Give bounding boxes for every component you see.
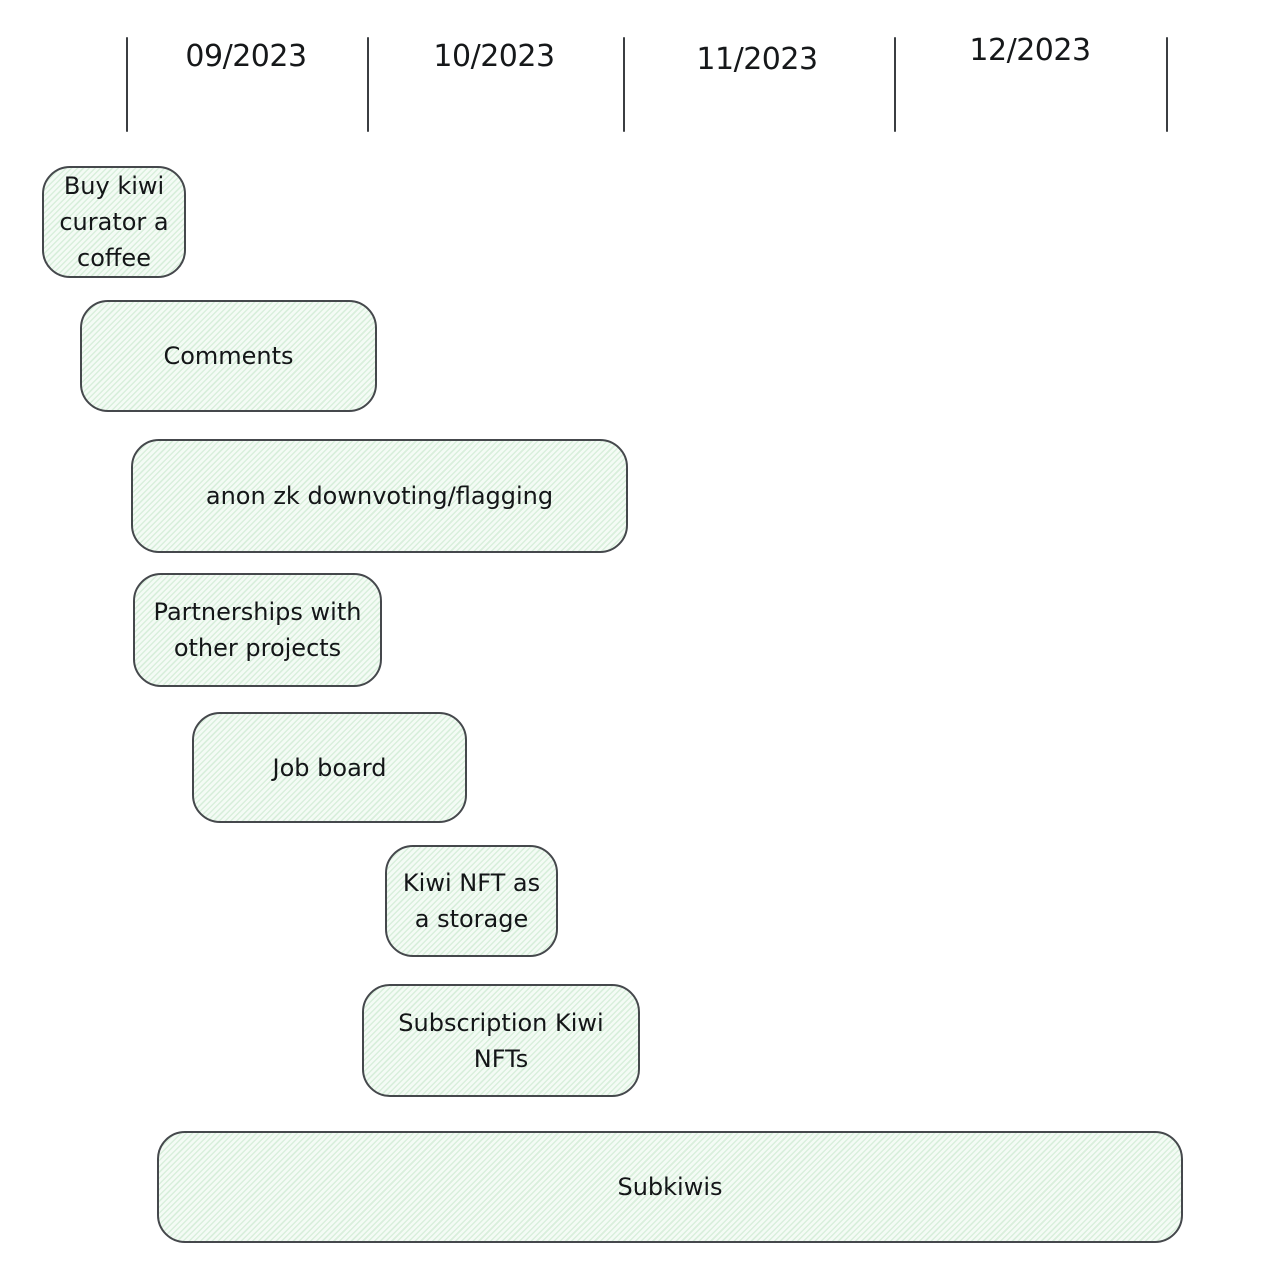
task-label-line: Comments (163, 342, 294, 370)
task-anon-zk-downvoting-flagging: anon zk downvoting/flagging (131, 439, 628, 553)
task-kiwi-nft-as-a-storage: Kiwi NFT as a storage (385, 845, 558, 957)
task-comments: Comments (80, 300, 377, 412)
task-label-line: Buy kiwi (63, 172, 165, 200)
task-label-line: Job board (272, 753, 387, 782)
task-label-line: a storage (414, 905, 529, 933)
task-label-line: Kiwi NFT as (402, 869, 541, 897)
task-label-line: curator a (59, 208, 169, 236)
axis-tick-1 (126, 37, 128, 132)
task-label-line: Subkiwis (617, 1173, 723, 1201)
task-job-board: Job board (192, 712, 467, 823)
axis-month-label-dec-2023: 12/2023 (969, 33, 1091, 68)
axis-tick-4 (894, 37, 896, 132)
axis-month-label-sep-2023: 09/2023 (185, 39, 307, 74)
task-label-line: Subscription Kiwi (398, 1008, 604, 1037)
task-label-line: Partnerships with (153, 598, 362, 626)
task-label-line: coffee (77, 244, 151, 272)
task-partnerships-with-other-projects: Partnerships with other projects (133, 573, 382, 687)
axis-month-label-nov-2023: 11/2023 (696, 42, 818, 77)
axis-tick-2 (367, 37, 369, 132)
task-label-line: anon zk downvoting/flagging (205, 482, 554, 510)
task-label-line: other projects (173, 634, 342, 662)
axis-tick-5 (1166, 37, 1168, 132)
axis-tick-3 (623, 37, 625, 132)
task-buy-kiwi-curator-a-coffee: Buy kiwi curator a coffee (42, 166, 186, 278)
task-label-line: NFTs (473, 1044, 529, 1073)
task-subkiwis: Subkiwis (157, 1131, 1183, 1243)
axis-month-label-oct-2023: 10/2023 (433, 39, 555, 74)
